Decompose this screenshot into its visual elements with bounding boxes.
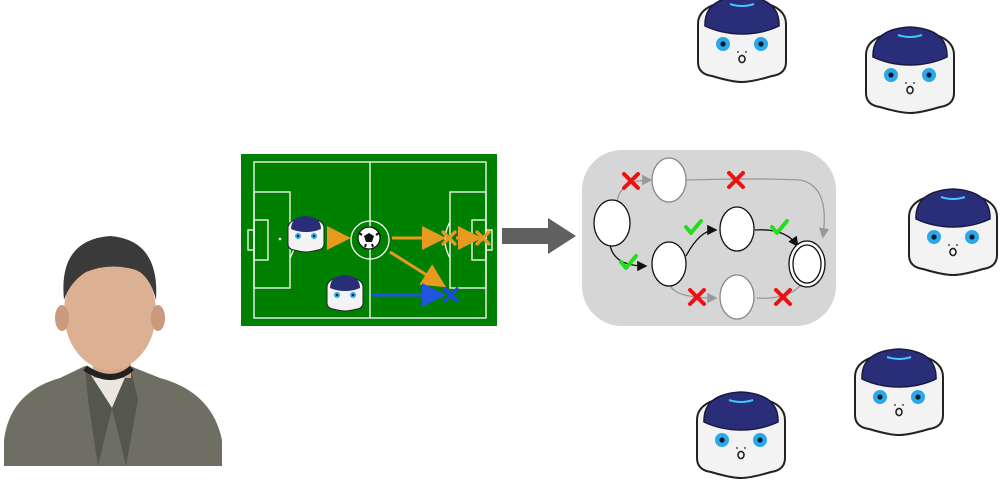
state-bottom bbox=[719, 274, 755, 320]
state-start bbox=[593, 199, 631, 247]
state-machine-icon bbox=[582, 150, 836, 326]
robot-3 bbox=[908, 188, 998, 276]
state-top bbox=[651, 157, 687, 203]
pass-arrows bbox=[327, 226, 482, 288]
ball-icon bbox=[357, 226, 381, 250]
state-mid-left bbox=[651, 241, 687, 287]
robot-5 bbox=[696, 391, 786, 479]
arrow-right-icon bbox=[502, 218, 576, 254]
robot-2 bbox=[865, 26, 955, 114]
state-mid-right bbox=[719, 206, 755, 252]
person-icon bbox=[4, 236, 222, 466]
soccer-field-icon bbox=[241, 154, 497, 326]
field-robot-2 bbox=[326, 274, 364, 312]
field-robot-1 bbox=[287, 215, 325, 253]
robot-1 bbox=[697, 0, 787, 83]
robot-4 bbox=[854, 348, 944, 436]
